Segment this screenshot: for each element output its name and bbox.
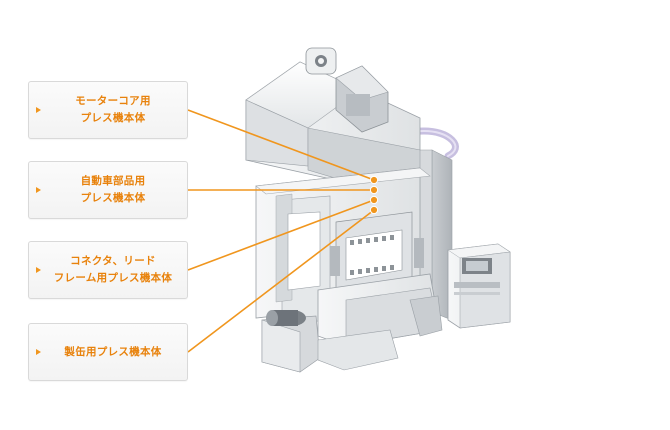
arrow-right-icon: [36, 349, 41, 355]
leader-point-motor-core: [369, 175, 379, 185]
leader-points: [369, 175, 379, 215]
label-auto-parts-line2: プレス機本体: [80, 192, 146, 204]
arrow-right-icon: [36, 107, 41, 113]
label-can-making[interactable]: 製缶用プレス機本体: [28, 323, 188, 381]
label-motor-core-line2: プレス機本体: [80, 112, 146, 124]
label-motor-core-line1: モーターコア用: [75, 95, 151, 107]
label-connector-lead[interactable]: コネクタ、リード フレーム用プレス機本体: [28, 241, 188, 299]
leader-point-auto-parts: [369, 185, 379, 195]
leader-point-can-making: [369, 205, 379, 215]
label-can-making-line1: 製缶用プレス機本体: [64, 345, 162, 358]
arrow-right-icon: [36, 267, 41, 273]
control-console-icon: [447, 243, 511, 329]
label-connector-lead-line1: コネクタ、リード: [70, 255, 156, 267]
label-auto-parts[interactable]: 自動車部品用 プレス機本体: [28, 161, 188, 219]
leader-line-connector-lead: [187, 199, 375, 271]
leader-line-can-making: [187, 209, 375, 353]
leader-line-motor-core: [187, 109, 375, 181]
leader-lines: [187, 109, 375, 353]
label-auto-parts-line1: 自動車部品用: [80, 175, 146, 187]
arrow-right-icon: [36, 187, 41, 193]
label-motor-core[interactable]: モーターコア用 プレス機本体: [28, 81, 188, 139]
leader-point-connector-lead: [369, 195, 379, 205]
label-connector-lead-line2: フレーム用プレス機本体: [53, 272, 173, 284]
